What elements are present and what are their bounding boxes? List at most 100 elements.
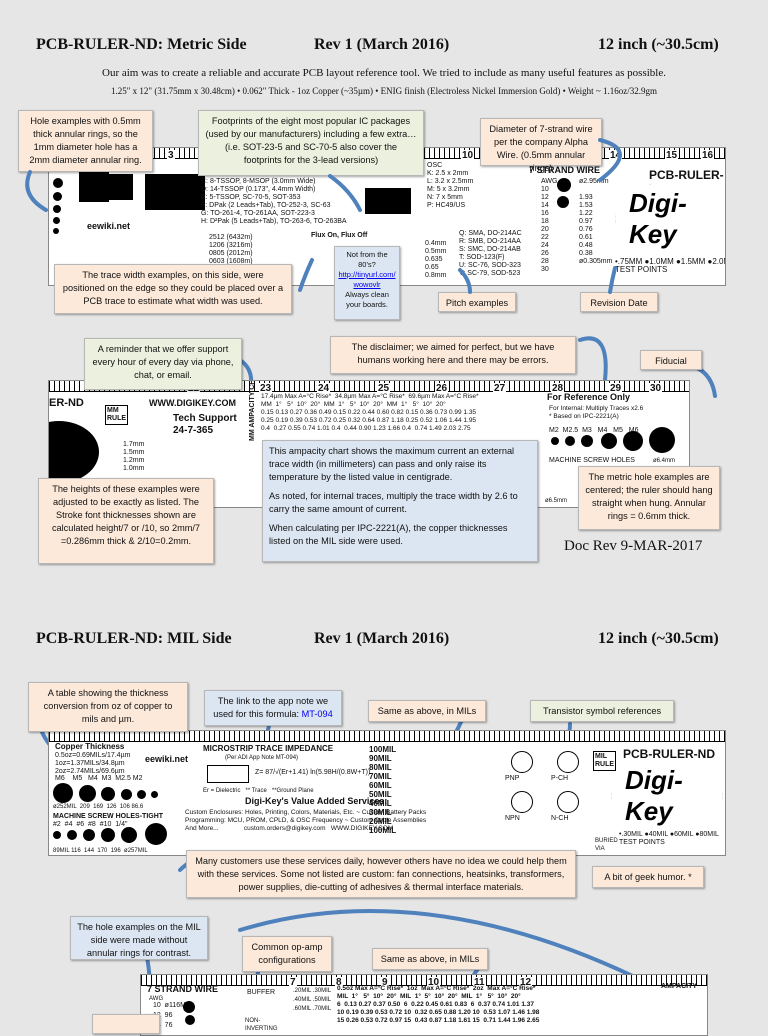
tech-support: Tech Support 24-7-365 — [173, 413, 237, 436]
mil-hole — [53, 831, 61, 839]
note-app-note: The link to the app note we used for thi… — [204, 690, 342, 726]
footprint-pad — [145, 174, 205, 210]
note-same-as-above-1: Same as above, in MILs — [368, 700, 486, 722]
note-transistor: Transistor symbol references — [530, 700, 674, 722]
reference-only: For Reference Only — [547, 392, 631, 402]
screw-holes-tight: MACHINE SCREW HOLES-TIGHT — [53, 813, 164, 820]
microstrip-title: MICROSTRIP TRACE IMPEDANCE — [203, 744, 334, 753]
mil-hole — [67, 830, 77, 840]
logo-text: Digi-Key — [615, 182, 725, 256]
note-opamp: Common op-amp configurations — [242, 936, 332, 972]
ruler-number: 8 — [335, 977, 343, 988]
wire-hole — [183, 1001, 195, 1013]
mil-hole — [53, 783, 73, 803]
mil-m-values: ø252MIL 209 169 126 106 86.6 — [53, 804, 144, 810]
metric-hole — [649, 427, 675, 453]
wire-title: 7 STRAND WIRE — [147, 984, 219, 994]
ruler-number: 10 — [427, 977, 441, 988]
hole-example — [53, 192, 62, 201]
ruler-number: 26 — [435, 383, 449, 394]
arrow — [608, 266, 617, 294]
numbered-screws: #2 #4 #6 #8 #10 1/4" — [53, 821, 128, 828]
pitch-list: 0.4mm 0.5mm 0.635 0.65 0.8mm — [425, 240, 447, 279]
tinyurl-link[interactable]: http://tinyurl.com/wowovlr — [338, 270, 396, 289]
brand-label: ER-ND — [49, 397, 84, 409]
arrow — [458, 268, 472, 294]
ruler-ticks — [141, 975, 707, 986]
mil-ampacity-table: 0.5oz Max A=°C Rise* 1oz Max A=°C Rise* … — [337, 985, 540, 1024]
eewiki-label: eewiki.net — [145, 754, 189, 764]
note-eighties: Not from the 80's? http://tinyurl.com/wo… — [334, 246, 400, 320]
mil-hole — [101, 787, 115, 801]
npn-label: NPN — [505, 815, 520, 822]
m-size-labels: M2 M2.5 M3 M4 M5 M6 — [549, 427, 639, 434]
website-label: WWW.DIGIKEY.COM — [149, 398, 236, 408]
numbered-values: 89MIL 116 144 170 196 ø257MIL — [53, 848, 148, 854]
mil-hole — [151, 791, 158, 798]
digikey-logo: Digi-Key — [615, 182, 725, 256]
mil-hole — [101, 828, 115, 842]
footprint-pad — [79, 170, 109, 202]
metric-rev: Rev 1 (March 2016) — [314, 36, 450, 53]
ruler-number: 16 — [701, 150, 715, 161]
ruler-number: 14 — [609, 150, 623, 161]
hole-example — [53, 205, 61, 213]
buffer-label: BUFFER — [247, 989, 275, 996]
note-heights: The heights of these examples were adjus… — [38, 478, 214, 564]
ruler-number: 23 — [259, 383, 273, 394]
wire-diameters: ø2.95mm 1.93 1.53 1.22 0.97 0.76 0.61 0.… — [579, 178, 613, 265]
ruler-number: 3 — [167, 150, 175, 161]
ampacity-side-label: AMPACITY — [661, 983, 698, 990]
note-wire-diameter: Diameter of 7-strand wire per the compan… — [480, 118, 602, 173]
note-disclaimer: The disclaimer; we aimed for perfect, bu… — [330, 336, 576, 374]
note-hole-examples: Hole examples with 0.5mm thick annular r… — [18, 110, 153, 172]
osc-list: OSC K: 2.5 x 2mm L: 3.2 x 2.5mm M: 5 x 3… — [427, 162, 474, 209]
metric-hole — [623, 431, 643, 451]
ampacity-text-1: This ampacity chart shows the maximum cu… — [269, 446, 515, 482]
ruler-number: 10 — [461, 150, 475, 161]
nch-label: N-CH — [551, 815, 569, 822]
note-trace-width: The trace width examples, on this side, … — [54, 264, 292, 314]
transistor-symbol — [557, 751, 579, 773]
note-metric-holes: The metric hole examples are centered; t… — [578, 466, 720, 530]
wire-hole — [557, 196, 569, 208]
ampacity-text-3: When calculating per IPC-2221(A), the co… — [269, 523, 508, 546]
note-hole-mil: The hole examples on the MIL side were m… — [70, 916, 208, 960]
aim-statement: Our aim was to create a reliable and acc… — [102, 67, 666, 79]
pnp-label: PNP — [505, 775, 520, 782]
wire-title: 7 STRAND WIRE — [529, 165, 601, 175]
mil-hole — [121, 789, 132, 800]
footprint-pad — [365, 188, 411, 214]
services-list: Custom Enclosures: Holes, Printing, Colo… — [185, 809, 427, 832]
ampacity-table: 17.4µm Max A=°C Rise* 34.8µm Max A=°C Ri… — [261, 393, 479, 432]
mil-hole — [121, 827, 137, 843]
ruler-ticks — [49, 381, 689, 392]
large-hole-label: ø6.4mm — [653, 458, 676, 464]
metric-hole — [551, 437, 559, 445]
ampacity-side-label: MM AMPACITY CHA — [249, 380, 256, 441]
digikey-logo: Digi-Key — [611, 759, 723, 833]
eighties-text: Not from the 80's? — [346, 250, 388, 269]
hole-example — [53, 228, 59, 234]
mil-hole — [145, 823, 167, 845]
note-copper-thickness: A table showing the thickness conversion… — [28, 682, 188, 732]
ruler-number: 11 — [473, 977, 486, 988]
note-ampacity: This ampacity chart shows the maximum cu… — [262, 440, 538, 562]
ruler-specs: 1.25" x 12" (31.75mm x 30.48cm) • 0.062"… — [110, 86, 657, 96]
mt094-link[interactable]: MT-094 — [301, 709, 333, 719]
app-note-text: The link to the app note we used for thi… — [213, 696, 329, 719]
metric-length: 12 inch (~30.5cm) — [598, 36, 719, 53]
diode-list: Q: SMA, DO-214AC R: SMB, DO-214AA S: SMC… — [459, 230, 522, 277]
ruler-number: 7 — [289, 977, 297, 988]
awg-list: AWG 10 12 14 16 18 20 22 24 26 28 30 — [541, 178, 558, 273]
ruler-number: 30 — [649, 383, 663, 394]
metric-title: PCB-RULER-ND: Metric Side — [36, 36, 247, 53]
ampacity-text-2: As noted, for internal traces, multiply … — [269, 491, 518, 514]
mil-ruler-front: Copper Thickness 0.5oz=0.69MILs/17.4µm 1… — [48, 730, 726, 856]
ic-package-list: C: 8-TSSOP, 8-MSOP (3.0mm Wide) D: 14-TS… — [201, 178, 347, 225]
test-points: •.75MM ●1.0MM ●1.5MM ●2.0MM TEST POINTS — [615, 257, 725, 274]
pch-label: P-CH — [551, 775, 569, 782]
metric-hole — [565, 436, 575, 446]
transistor-symbol — [511, 751, 533, 773]
microstrip-subtitle: (Per ADI App Note MT-094) — [225, 755, 299, 761]
